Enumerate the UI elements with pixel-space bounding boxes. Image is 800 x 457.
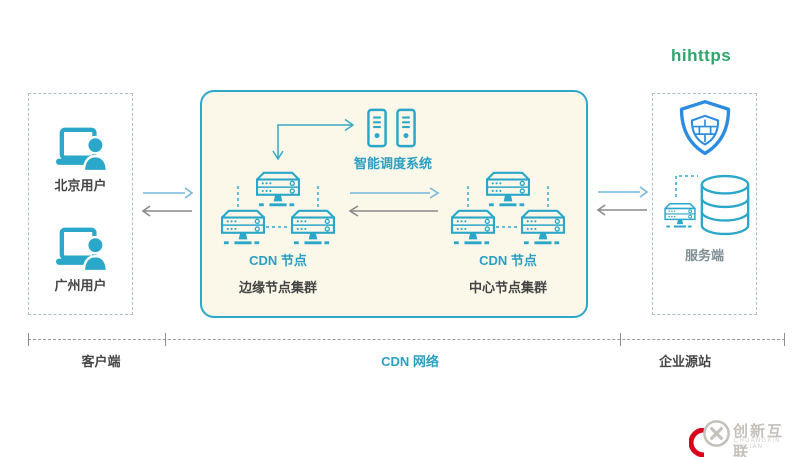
server-node-icon: [486, 171, 530, 207]
brand-text: hihttps: [671, 46, 732, 65]
center-cluster-label: 中心节点集群: [468, 280, 547, 295]
tower-server-icon: [367, 108, 387, 148]
edge-cluster-label: 边缘节点集群: [238, 280, 317, 295]
user-group-guangzhou: 广州用户: [28, 226, 133, 294]
origin-link-dashes: [675, 175, 698, 197]
cdn-origin-arrows: [596, 186, 648, 216]
zone-bracket-line: [28, 339, 785, 340]
laptop-user-icon: [55, 227, 108, 272]
edge-center-arrows: [348, 187, 440, 217]
arrow-right-icon: [143, 187, 193, 199]
center-node-label: CDN 节点: [479, 253, 537, 268]
zone-label-client: 客户端: [81, 354, 121, 369]
red-crescent-icon: [689, 428, 705, 457]
center-cluster: [440, 170, 576, 250]
edge-node-label: CDN 节点: [249, 253, 307, 268]
server-node-icon: [221, 209, 265, 245]
server-node-icon: [256, 171, 300, 207]
user-label: 北京用户: [54, 178, 107, 193]
user-label: 广州用户: [54, 278, 107, 293]
zone-tick: [620, 333, 621, 346]
tower-server-icon: [396, 108, 416, 148]
zone-tick: [28, 333, 29, 346]
origin-server-label: 服务端: [684, 248, 724, 263]
server-node-icon: [451, 209, 495, 245]
arrow-right-icon: [598, 186, 648, 198]
zone-tick: [165, 333, 166, 346]
laptop-user-icon: [55, 127, 108, 172]
origin-server-icon: [664, 203, 696, 228]
server-node-icon: [291, 209, 335, 245]
zone-tick: [784, 333, 785, 346]
arrow-right-icon: [350, 187, 440, 199]
zone-label-cdn: CDN 网络: [381, 354, 439, 369]
watermark-caption: CHUANGXIN HULIAN: [734, 438, 781, 450]
edge-cluster: [210, 170, 346, 250]
arrow-left-icon: [348, 205, 438, 217]
watermark-brand: 创新互联: [733, 423, 785, 457]
scheduler-connector-arrow: [272, 118, 355, 161]
database-icon: [700, 174, 750, 236]
arrow-left-icon: [596, 204, 647, 216]
user-group-beijing: 北京用户: [28, 126, 133, 194]
server-node-icon: [521, 209, 565, 245]
arrow-left-icon: [141, 205, 192, 217]
client-cdn-arrows: [141, 187, 193, 217]
scheduler-label: 智能调度系统: [353, 156, 432, 171]
shield-icon: [679, 100, 731, 156]
logo-circle-x-icon: [703, 420, 730, 447]
zone-label-origin: 企业源站: [658, 354, 711, 369]
